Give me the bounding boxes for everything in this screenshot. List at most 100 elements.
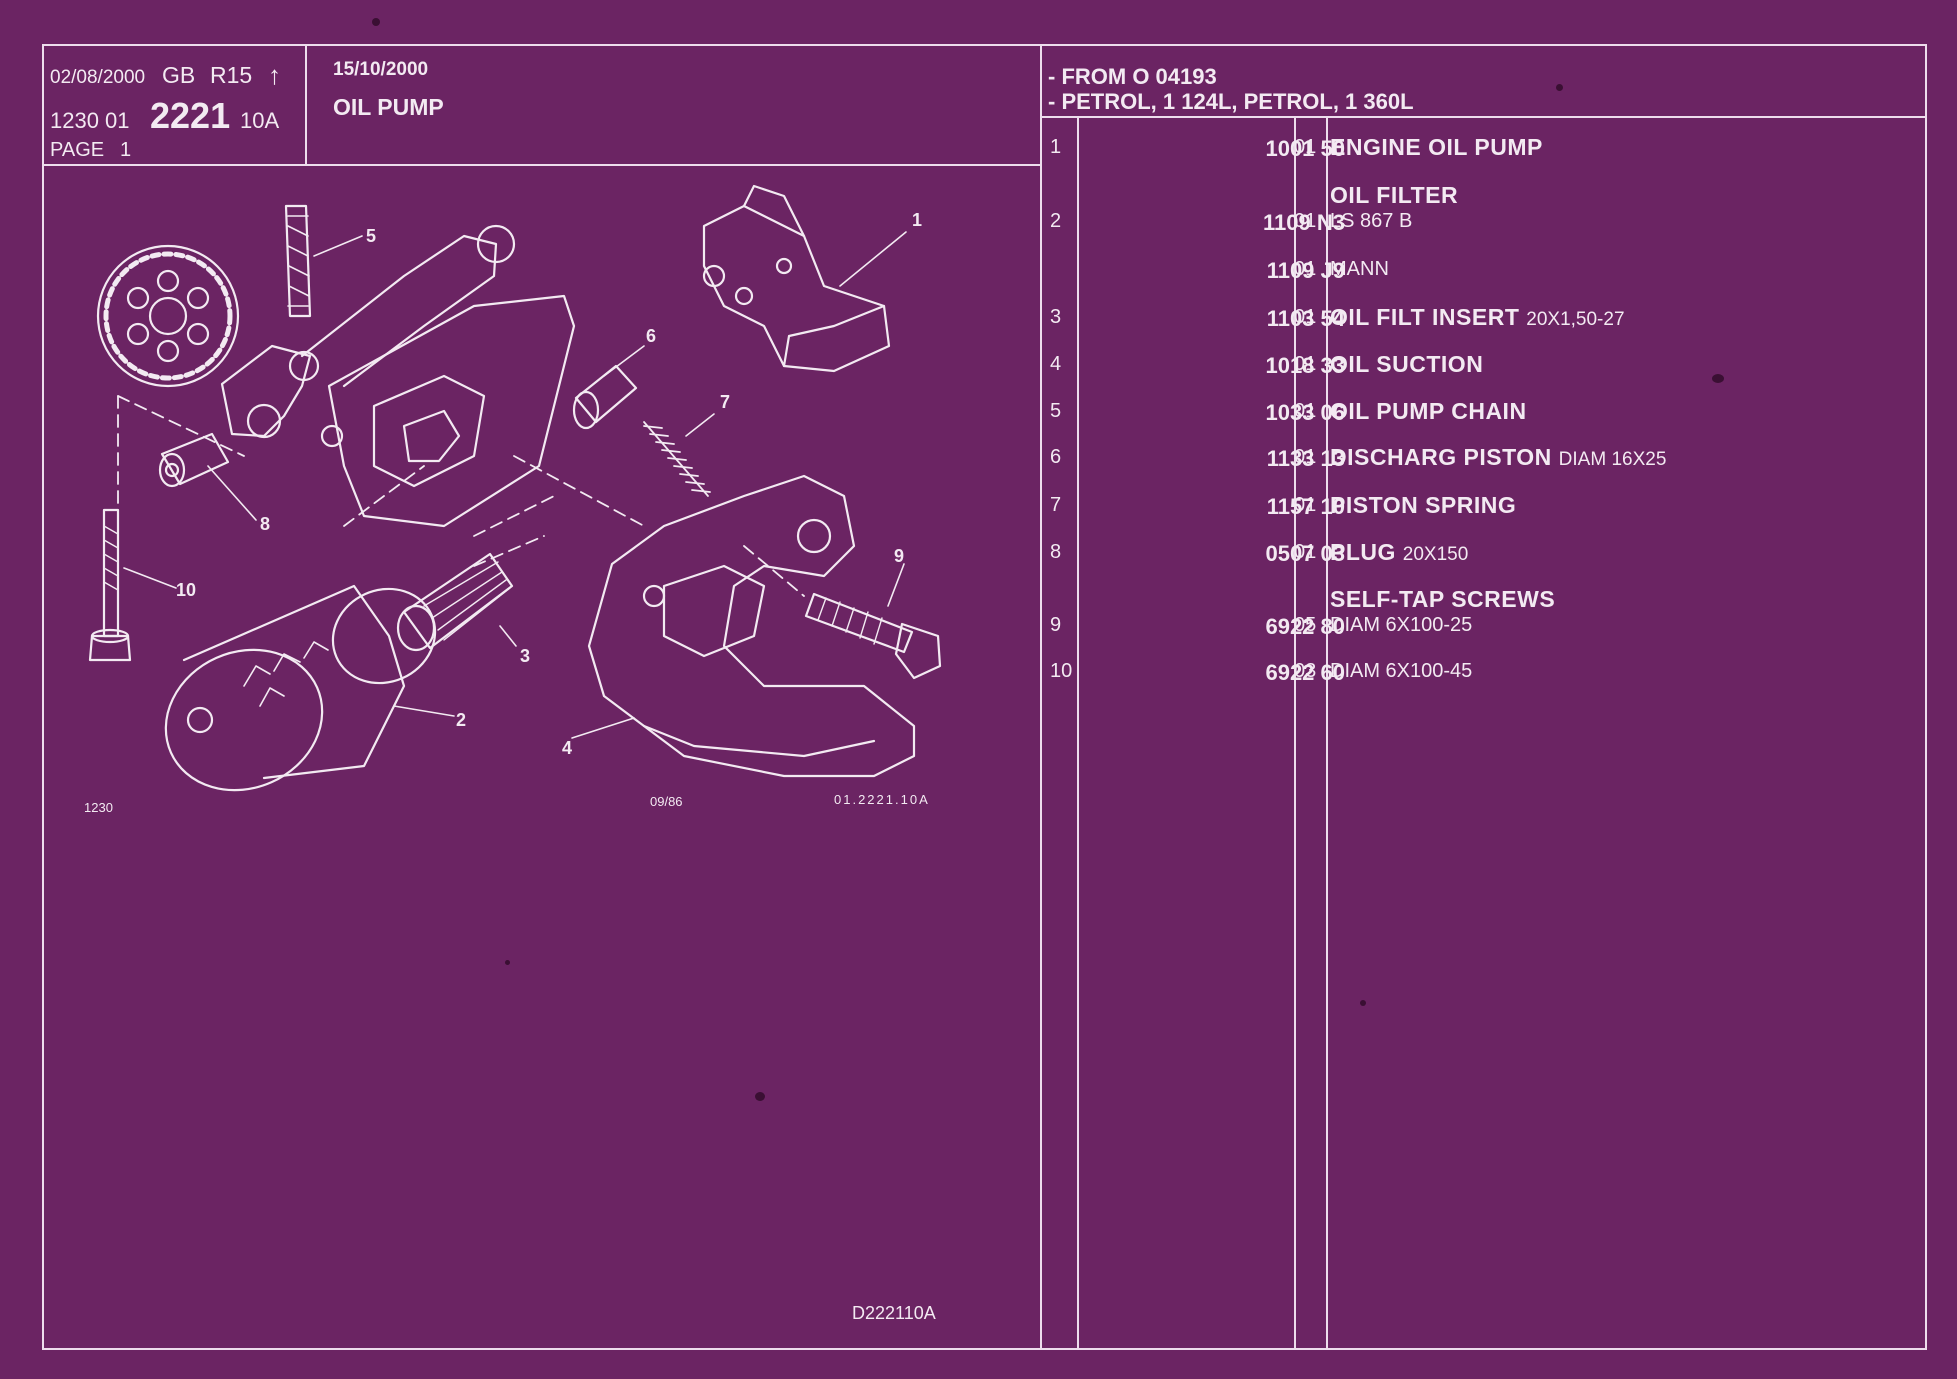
list-item: 3 1103 54 01 OIL FILT INSERT 20X1,50-27 bbox=[1040, 294, 1920, 340]
description-text: PLUG bbox=[1330, 539, 1396, 565]
oil-filter-part2 bbox=[164, 584, 437, 792]
part-detail: DIAM 6X100-25 bbox=[1330, 614, 1473, 636]
part-reference: 6922 80 bbox=[1265, 614, 1345, 639]
item-number: 4 bbox=[1050, 353, 1062, 375]
part-quantity: 01 bbox=[1294, 541, 1317, 563]
list-item: 9 6922 80 05 DIAM 6X100-25 bbox=[1040, 602, 1920, 648]
part-description: DISCHARG PISTON DIAM 16X25 bbox=[1330, 444, 1666, 471]
dust-speck bbox=[1556, 84, 1563, 91]
header-divider bbox=[305, 44, 307, 166]
part-detail: LS 867 B bbox=[1330, 210, 1413, 232]
dust-speck bbox=[505, 960, 510, 965]
dust-speck bbox=[372, 18, 380, 26]
part-detail: 20X150 bbox=[1402, 544, 1469, 565]
diagram-code-right: 01.2221.10A bbox=[834, 792, 930, 807]
filter-insert-part3 bbox=[396, 552, 514, 652]
part-reference: 1109 N3 bbox=[1263, 210, 1345, 235]
part-quantity: 01 bbox=[1294, 136, 1317, 158]
part-description: OIL FILT INSERT 20X1,50-27 bbox=[1330, 304, 1625, 331]
list-item: 5 1033 06 01 OIL PUMP CHAIN bbox=[1040, 388, 1920, 434]
part-reference: 1103 54 bbox=[1266, 306, 1345, 331]
part-reference: 1109 J9 bbox=[1266, 258, 1345, 283]
part-description: OIL FILTER bbox=[1330, 182, 1458, 209]
column-rule-quantity bbox=[1326, 116, 1328, 1350]
list-item: 7 1157 10 01 PISTON SPRING bbox=[1040, 482, 1920, 528]
page-number: 1 bbox=[120, 139, 132, 161]
item-number: 8 bbox=[1050, 541, 1062, 563]
arrow-up-icon: ↑ bbox=[268, 60, 281, 90]
leader-lines bbox=[123, 231, 907, 739]
plate-border bbox=[42, 44, 1927, 1350]
part-quantity: 01 bbox=[1294, 400, 1317, 422]
callout-label: 5 bbox=[366, 226, 376, 246]
sprocket-gear bbox=[96, 244, 240, 388]
part-description: PLUG 20X150 bbox=[1330, 539, 1468, 566]
list-item: 8 0507 03 01 PLUG 20X150 bbox=[1040, 529, 1920, 575]
item-number: 7 bbox=[1050, 494, 1062, 516]
oil-pump-chain bbox=[284, 204, 312, 318]
list-item: 1109 J9 01 MANN bbox=[1040, 246, 1920, 292]
exploded-diagram: 1 2 3 4 5 6 7 8 9 10 1230 09/86 01.2221.… bbox=[84, 184, 942, 815]
column-rule-reference bbox=[1294, 116, 1296, 1350]
part-quantity: 01 bbox=[1294, 353, 1317, 375]
assembly-lines bbox=[117, 395, 805, 597]
discharge-piston-part6 bbox=[572, 364, 638, 430]
item-number: 6 bbox=[1050, 446, 1062, 468]
pump-body bbox=[220, 224, 576, 528]
description-text: OIL SUCTION bbox=[1330, 351, 1484, 377]
part-description: SELF-TAP SCREWS bbox=[1330, 586, 1555, 613]
part-detail: DIAM 16X25 bbox=[1558, 449, 1667, 470]
callout-label: 4 bbox=[562, 738, 572, 758]
print-date: 02/08/2000 bbox=[50, 67, 146, 88]
description-text: OIL FILT INSERT bbox=[1330, 304, 1520, 330]
part-quantity: 01 bbox=[1294, 306, 1317, 328]
region-code: GB bbox=[162, 62, 196, 88]
list-item: 1 1001 50 01 ENGINE OIL PUMP bbox=[1040, 124, 1920, 170]
item-number: 3 bbox=[1050, 306, 1062, 328]
diagram-code-mid: 09/86 bbox=[650, 794, 683, 809]
item-number: 10 bbox=[1050, 660, 1073, 682]
callout-label: 6 bbox=[646, 326, 656, 346]
part-quantity: 01 bbox=[1294, 446, 1317, 468]
list-item: OIL FILTER bbox=[1040, 172, 1920, 218]
description-text: OIL FILTER bbox=[1330, 182, 1459, 208]
callout-label: 8 bbox=[260, 514, 270, 534]
part-quantity: 01 bbox=[1294, 258, 1317, 280]
callout-label: 3 bbox=[520, 646, 530, 666]
item-number: 5 bbox=[1050, 400, 1062, 422]
list-item: 10 6922 60 03 DIAM 6X100-45 bbox=[1040, 648, 1920, 694]
callout-label: 7 bbox=[720, 392, 730, 412]
part-reference: 1157 10 bbox=[1266, 494, 1345, 519]
oil-pump-assembly-part1 bbox=[702, 184, 891, 373]
header-rule-left bbox=[42, 164, 1040, 166]
callout-label: 1 bbox=[912, 210, 922, 230]
description-text: PISTON SPRING bbox=[1330, 492, 1517, 518]
part-quantity: 03 bbox=[1294, 660, 1317, 682]
oil-suction-part4 bbox=[587, 474, 916, 778]
item-number: 1 bbox=[1050, 136, 1062, 158]
header-rule-right bbox=[1040, 116, 1927, 118]
description-text: SELF-TAP SCREWS bbox=[1330, 586, 1556, 612]
part-quantity: 01 bbox=[1294, 210, 1317, 232]
part-detail: MANN bbox=[1330, 258, 1389, 280]
part-reference: 1033 06 bbox=[1265, 400, 1345, 425]
column-rule-number bbox=[1077, 116, 1079, 1350]
part-description: OIL PUMP CHAIN bbox=[1330, 398, 1527, 425]
applicability-line: - PETROL, 1 124L, PETROL, 1 360L bbox=[1048, 89, 1414, 114]
dust-speck bbox=[1360, 1000, 1366, 1006]
part-description: PISTON SPRING bbox=[1330, 492, 1516, 519]
part-detail: DIAM 6X100-45 bbox=[1330, 660, 1473, 682]
part-reference: 0507 03 bbox=[1265, 541, 1345, 566]
range-code: R15 bbox=[210, 62, 253, 88]
part-reference: 1018 33 bbox=[1265, 353, 1345, 378]
list-item: 2 1109 N3 01 LS 867 B bbox=[1040, 198, 1920, 244]
list-item: 4 1018 33 01 OIL SUCTION bbox=[1040, 341, 1920, 387]
description-text: DISCHARG PISTON bbox=[1330, 444, 1552, 470]
piston-spring-part7 bbox=[643, 421, 711, 497]
part-detail: 20X1,50-27 bbox=[1526, 309, 1625, 330]
group-prefix: 1230 01 bbox=[50, 108, 130, 133]
part-quantity: 01 bbox=[1294, 494, 1317, 516]
list-item: SELF-TAP SCREWS bbox=[1040, 576, 1920, 622]
plate-id: D222110A bbox=[852, 1303, 936, 1323]
dust-speck bbox=[1712, 374, 1724, 383]
